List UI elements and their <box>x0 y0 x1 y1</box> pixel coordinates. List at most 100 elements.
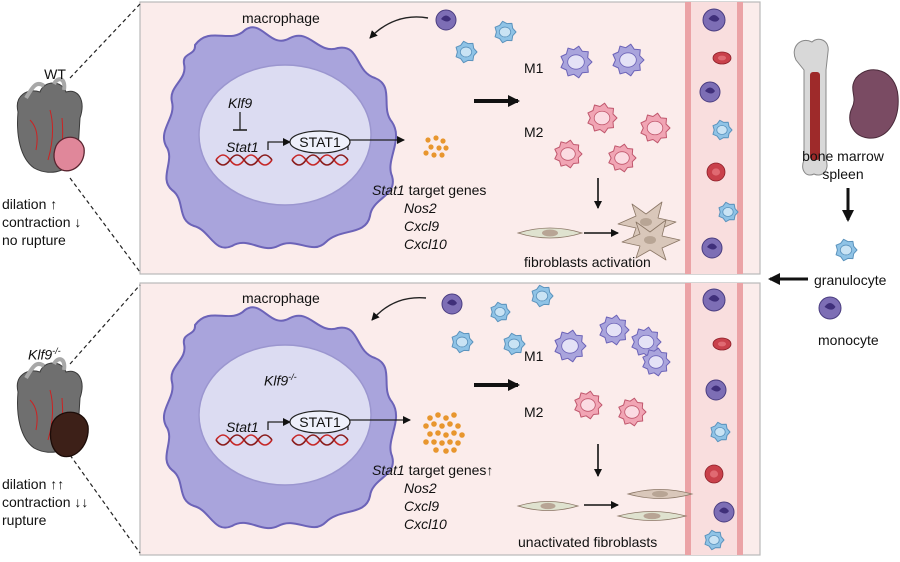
phenotype-ko-line-1: dilation ↑↑ <box>2 476 65 492</box>
macrophage-label-top: macrophage <box>242 10 320 26</box>
red-blood-cell <box>706 162 726 182</box>
fibroblasts-label-top: fibroblasts activation <box>524 254 651 270</box>
stat1-gene-label-top: Stat1 <box>226 139 259 155</box>
monocyte-cell <box>705 379 727 401</box>
granulocyte-cell <box>490 301 511 323</box>
m2-macrophage-cell <box>618 397 647 427</box>
phenotype-wt-line-3: no rupture <box>2 232 66 248</box>
stat1-protein-label-top: STAT1 <box>299 134 341 150</box>
cytokine-dots <box>423 135 449 158</box>
phenotype-wt-line-2: contraction ↓ <box>2 214 82 230</box>
klf9-label: Klf9 <box>228 95 253 111</box>
granulocyte-cell <box>710 421 731 443</box>
granulocyte-cell <box>451 330 474 354</box>
stat1-gene-label-bottom: Stat1 <box>226 419 259 435</box>
m2-macrophage-cell <box>554 139 583 169</box>
spleen-icon <box>849 69 899 139</box>
m2-macrophage-cell <box>574 390 603 420</box>
genotype-wt-label: WT <box>44 66 66 82</box>
dna-helix-icon <box>215 434 273 446</box>
phenotype-ko-line-2: contraction ↓↓ <box>2 494 89 510</box>
transcription-arrow <box>267 418 291 430</box>
m2-label-bottom: M2 <box>524 404 544 420</box>
monocyte-cell <box>713 501 735 523</box>
target-gene-cxcl10-bottom: Cxcl10 <box>404 516 447 532</box>
monocyte-cell <box>441 293 463 315</box>
stat1-protein-label-bottom: STAT1 <box>299 414 341 430</box>
phenotype-wt-line-1: dilation ↑ <box>2 196 58 212</box>
dna-helix-icon <box>291 154 349 166</box>
m1-macrophage-cell <box>554 329 587 363</box>
target-genes-title-top: Stat1 target genes <box>372 182 487 198</box>
red-blood-cell <box>704 464 724 484</box>
m1-macrophage-cell <box>631 326 662 358</box>
fibroblast-cell <box>516 227 584 239</box>
m1-macrophage-cell <box>642 347 671 377</box>
fibroblasts-label-bottom: unactivated fibroblasts <box>518 534 658 550</box>
target-genes-title-bottom: Stat1 target genes↑ <box>372 462 494 478</box>
stat1-protein <box>289 410 351 434</box>
m2-label-top: M2 <box>524 124 544 140</box>
monocyte-cell <box>435 9 457 31</box>
m1-macrophage-cell <box>560 45 593 79</box>
m2-macrophage-cell <box>640 112 671 144</box>
monocyte-cell <box>702 8 726 32</box>
target-gene-nos2-bottom: Nos2 <box>404 480 437 496</box>
macrophage-label-bottom: macrophage <box>242 290 320 306</box>
granulocyte-cell <box>531 284 554 308</box>
bone-marrow-label: bone marrow <box>802 148 884 164</box>
granulocyte-label: granulocyte <box>814 272 887 288</box>
fibroblast-cell <box>516 501 580 511</box>
cells-layer <box>435 8 858 551</box>
granulocyte-cell <box>704 529 725 551</box>
red-blood-cell <box>712 51 732 65</box>
dna-helix-icon <box>291 434 349 446</box>
granulocyte-cell <box>718 201 739 223</box>
activated-fibroblast-cell <box>621 219 681 261</box>
heart-wt-icon <box>16 77 85 173</box>
nucleus-top <box>198 64 372 206</box>
recruitment-arrow <box>371 297 427 321</box>
cytokine-dots <box>423 412 465 454</box>
m1-macrophage-cell <box>612 43 645 77</box>
genotype-ko-label: Klf9-/- <box>28 346 61 363</box>
red-blood-cell <box>712 337 732 351</box>
fibroblast-cell <box>616 511 688 521</box>
blood-vessel-top <box>685 2 743 274</box>
spleen-label: spleen <box>822 166 864 182</box>
zoom-line <box>69 3 141 79</box>
monocyte-cell <box>699 81 721 103</box>
target-gene-cxcl9-bottom: Cxcl9 <box>404 498 440 514</box>
target-gene-nos2-top: Nos2 <box>404 200 437 216</box>
granulocyte-cell <box>503 332 526 356</box>
bone-icon <box>793 38 829 176</box>
monocyte-label: monocyte <box>818 332 879 348</box>
stat1-protein <box>289 130 351 154</box>
granulocyte-cell <box>455 40 478 64</box>
transcription-arrow <box>267 138 291 150</box>
granulocyte-cell <box>494 20 517 44</box>
zoom-line <box>69 454 141 554</box>
dna-helix-icon <box>215 154 273 166</box>
fibroblast-cell <box>626 489 694 499</box>
granulocyte-cell <box>712 119 733 141</box>
m1-label-bottom: M1 <box>524 348 544 364</box>
phenotype-ko-line-3: rupture <box>2 512 47 528</box>
heart-ko-icon <box>16 357 89 458</box>
m2-macrophage-cell <box>587 102 618 134</box>
klf9-ko-nucleus-label: Klf9-/- <box>264 372 297 389</box>
m1-label-top: M1 <box>524 60 544 76</box>
m1-macrophage-cell <box>599 314 630 346</box>
granulocyte-cell <box>835 238 858 262</box>
nucleus-bottom <box>198 344 372 486</box>
m2-macrophage-cell <box>608 143 637 173</box>
zoom-line <box>69 177 141 273</box>
monocyte-cell <box>818 296 842 320</box>
blood-vessel-bottom <box>685 283 743 555</box>
recruitment-arrow <box>369 16 429 39</box>
monocyte-cell <box>702 288 726 312</box>
target-gene-cxcl9-top: Cxcl9 <box>404 218 440 234</box>
zoom-line <box>69 284 141 365</box>
